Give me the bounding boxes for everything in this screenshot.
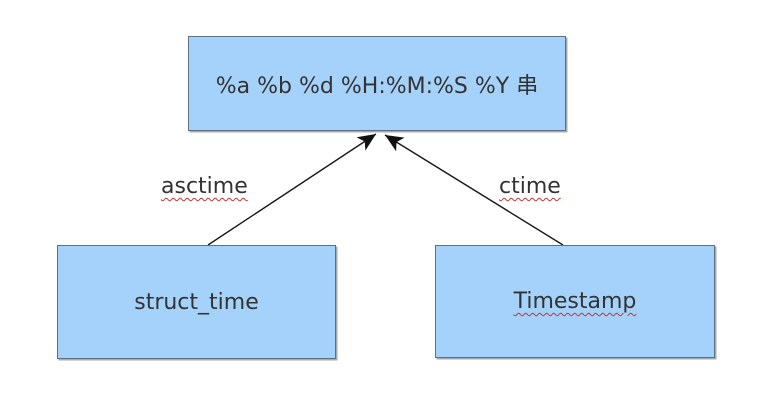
edge-ctime-line <box>384 134 564 246</box>
node-format-string-label: %a %b %d %H:%M:%S %Y 串 <box>215 73 539 99</box>
node-timestamp-label: Timestamp <box>513 289 637 314</box>
edge-label-ctime: ctime <box>499 174 561 199</box>
node-struct-time-label: struct_time <box>134 289 259 315</box>
edge-label-asctime: asctime <box>161 174 248 199</box>
edge-asctime-line <box>207 133 377 246</box>
node-timestamp: Timestamp <box>435 245 715 358</box>
node-struct-time: struct_time <box>57 245 336 359</box>
node-format-string: %a %b %d %H:%M:%S %Y 串 <box>188 36 566 131</box>
